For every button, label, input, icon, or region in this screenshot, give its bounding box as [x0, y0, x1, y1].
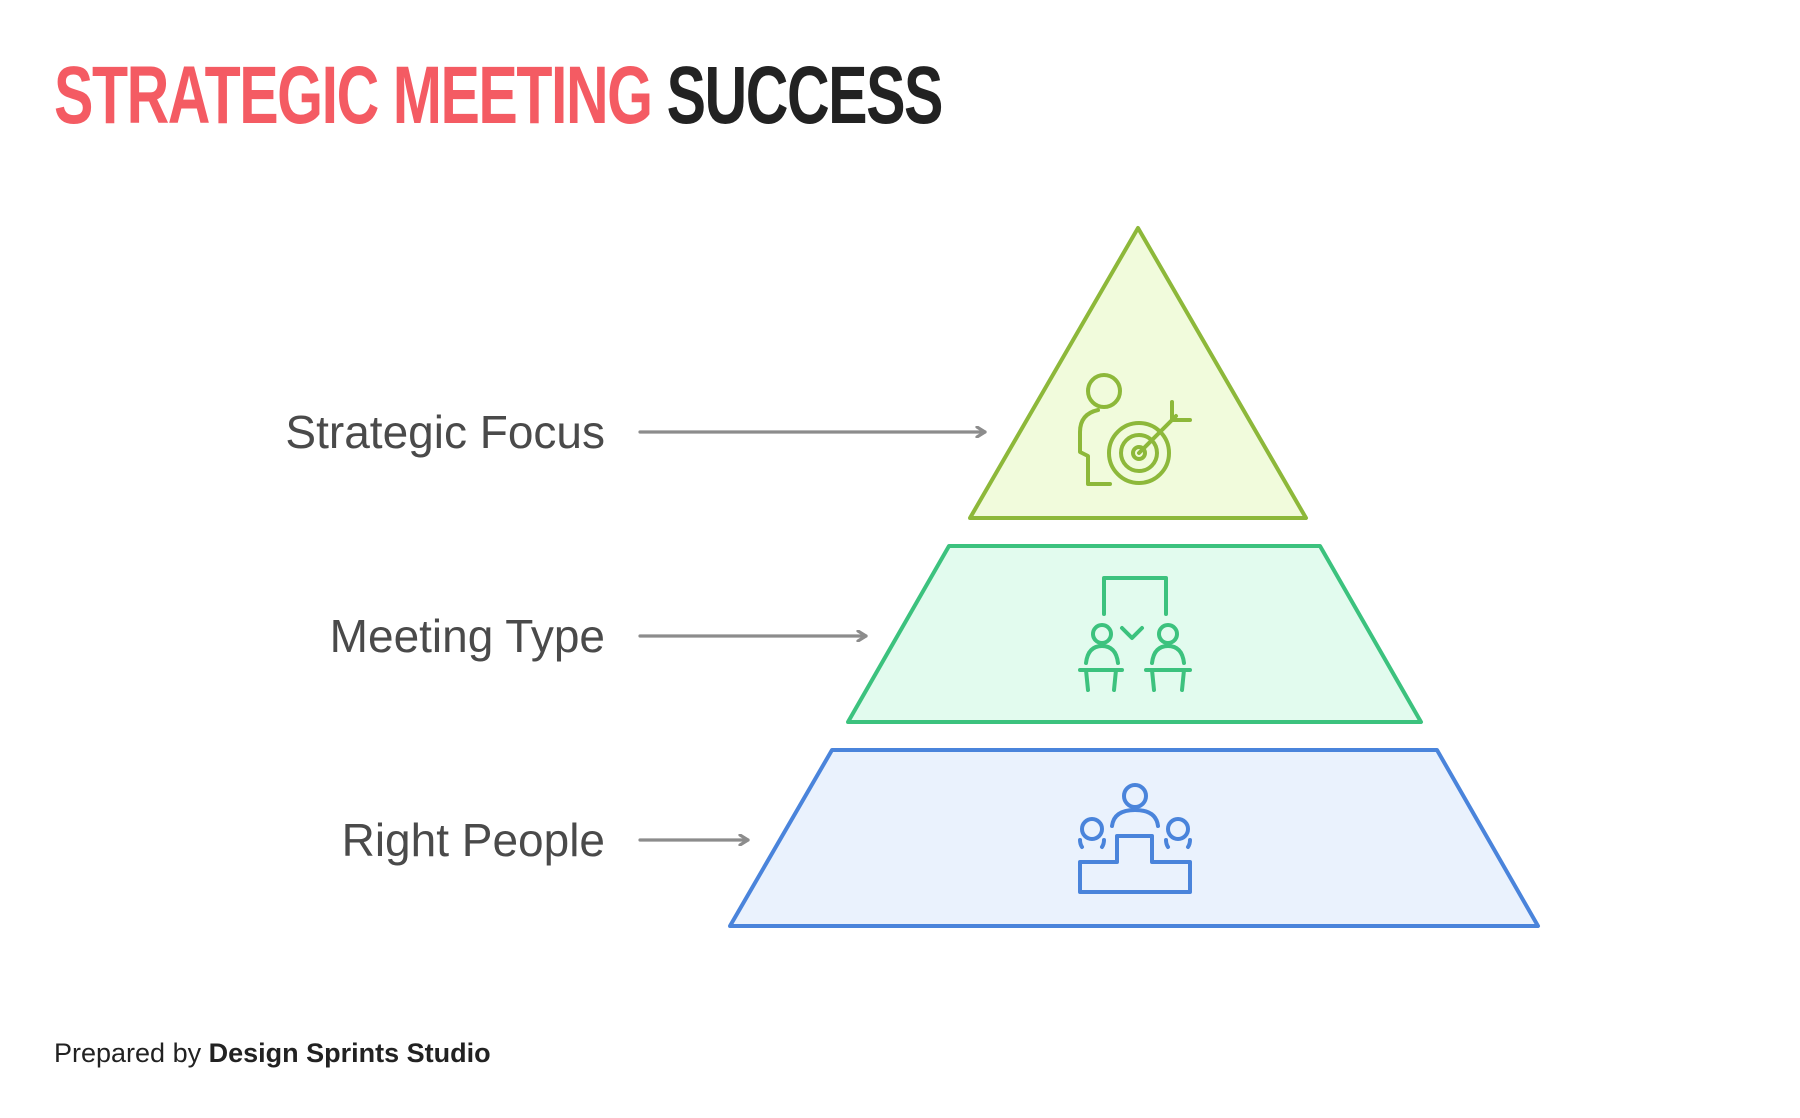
footer-credit: Prepared by Design Sprints Studio	[54, 1038, 491, 1069]
footer-org: Design Sprints Studio	[208, 1038, 491, 1068]
footer-prefix: Prepared by	[54, 1038, 202, 1068]
page-title: STRATEGIC MEETING SUCCESS	[54, 46, 944, 146]
team-podium-icon	[1078, 783, 1192, 894]
pyramid-top-triangle	[968, 226, 1308, 520]
level-meeting-type: Meeting Type	[330, 544, 1423, 724]
level-label-strategic-focus: Strategic Focus	[285, 406, 605, 458]
level-label-right-people: Right People	[342, 814, 605, 866]
level-label-meeting-type: Meeting Type	[330, 610, 605, 662]
level-strategic-focus: Strategic Focus	[285, 226, 1308, 520]
person-target-icon	[1078, 373, 1192, 486]
title-accent: STRATEGIC MEETING	[54, 50, 653, 141]
title-rest: SUCCESS	[666, 50, 944, 141]
level-right-people: Right People	[342, 748, 1540, 928]
presentation-meeting-icon	[1078, 576, 1192, 692]
